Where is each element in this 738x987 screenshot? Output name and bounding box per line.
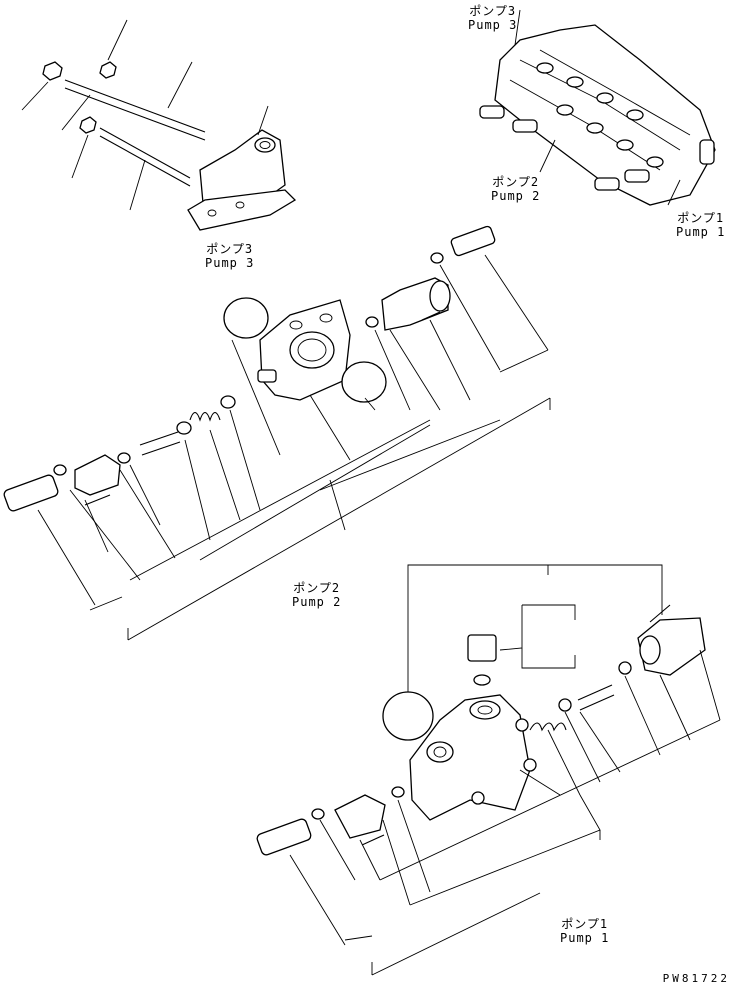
pump3-overview-label: ポンプ3 Pump 3 bbox=[468, 4, 517, 32]
pump1-section-label: ポンプ1 Pump 1 bbox=[560, 917, 609, 945]
pump2-section-label-en: Pump 2 bbox=[292, 595, 342, 609]
pump1-exploded-section bbox=[256, 564, 721, 976]
pump2-section-label: ポンプ2 Pump 2 bbox=[292, 581, 341, 609]
pump1-overview-label: ポンプ1 Pump 1 bbox=[676, 211, 725, 239]
pump3-section-label-en: Pump 3 bbox=[205, 256, 255, 270]
pump2-overview-label-jp: ポンプ2 bbox=[492, 175, 540, 189]
pump3-tie-bolt-assembly bbox=[21, 19, 297, 231]
pump3-section-label: ポンプ3 Pump 3 bbox=[205, 242, 254, 270]
valve-stack-overview bbox=[479, 9, 716, 206]
pump2-exploded-section bbox=[3, 225, 551, 641]
pump1-section-label-jp: ポンプ1 bbox=[561, 917, 609, 931]
pump1-overview-label-jp: ポンプ1 bbox=[677, 211, 725, 225]
pump3-overview-label-en: Pump 3 bbox=[468, 18, 518, 32]
pump2-section-label-jp: ポンプ2 bbox=[293, 581, 341, 595]
pump1-section-label-en: Pump 1 bbox=[560, 931, 610, 945]
pump1-overview-label-en: Pump 1 bbox=[676, 225, 726, 239]
drawing-code: PW81722 bbox=[662, 972, 730, 985]
pump3-overview-label-jp: ポンプ3 bbox=[469, 4, 517, 18]
pump2-overview-label: ポンプ2 Pump 2 bbox=[491, 175, 540, 203]
pump3-section-label-jp: ポンプ3 bbox=[206, 242, 254, 256]
pump2-overview-label-en: Pump 2 bbox=[491, 189, 541, 203]
